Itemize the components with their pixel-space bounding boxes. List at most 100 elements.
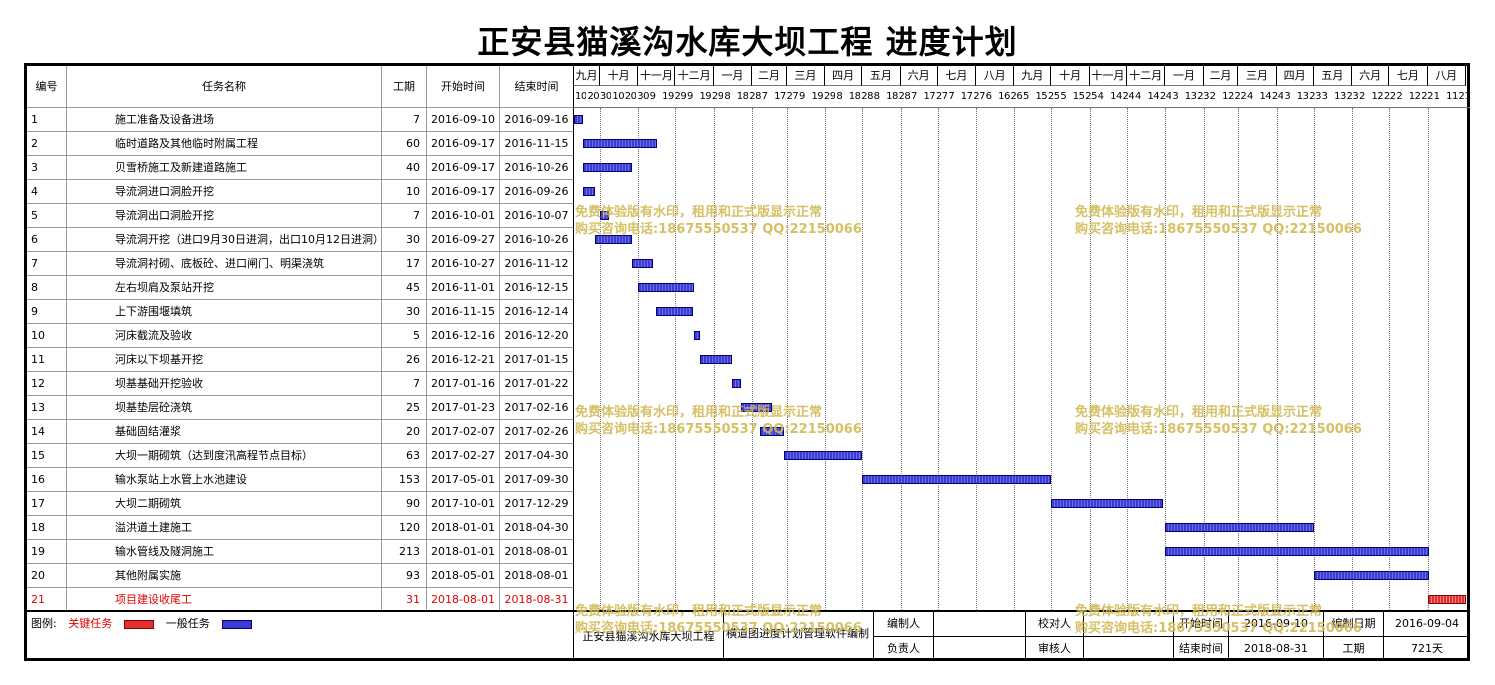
task-start: 2016-12-16 [427, 324, 500, 348]
footer-date: 2016-09-04 [1384, 612, 1470, 637]
timeline-day-tick: 8 [723, 86, 736, 108]
timeline-month: 八月 [1427, 66, 1466, 86]
task-start: 2018-05-01 [427, 564, 500, 588]
task-bar[interactable] [632, 259, 654, 268]
task-bar[interactable] [1313, 571, 1429, 580]
timeline-day-tick: 7 [947, 86, 960, 108]
footer-manager-label: 负责人 [874, 637, 934, 661]
timeline-day-tick: 25 [1046, 86, 1060, 108]
task-duration: 5 [382, 324, 427, 348]
timeline-day-tick: 30 [598, 86, 612, 108]
task-end: 2017-09-30 [500, 468, 574, 492]
timeline-day-tick: 8 [835, 86, 848, 108]
task-name: 其他附属实施 [67, 564, 382, 588]
task-bar[interactable] [574, 115, 583, 124]
task-duration: 60 [382, 132, 427, 156]
timeline-day-tick: 22 [1420, 86, 1433, 108]
footer-checker [1084, 612, 1174, 637]
task-bar[interactable] [700, 355, 733, 364]
timeline-day-tick: 2 [1208, 86, 1222, 108]
timeline-day-tick: 13 [1183, 86, 1197, 108]
timeline-day-tick: 27 [785, 86, 798, 108]
gantt-chart: 编号 任务名称 工期 开始时间 结束时间 九月十月十一月十二月一月二月三月四月五… [24, 63, 1470, 661]
task-bar[interactable] [693, 331, 701, 340]
task-end: 2017-02-16 [500, 396, 574, 420]
timeline-day-tick: 18 [735, 86, 749, 108]
timeline-month: 十二月 [1126, 66, 1166, 86]
task-duration: 213 [382, 540, 427, 564]
timeline-day-tick: 13 [1295, 86, 1309, 108]
task-name: 河床以下坝基开挖 [67, 348, 382, 372]
timeline-month: 九月 [574, 66, 600, 86]
footer-manager [934, 637, 1026, 661]
timeline-day-tick: 3 [1171, 86, 1184, 108]
task-bar[interactable] [582, 139, 657, 148]
task-name: 大坝一期砌筑（达到度汛高程节点目标） [67, 444, 382, 468]
critical-task-bar[interactable] [1427, 595, 1466, 604]
timeline-day-tick: 7 [760, 86, 774, 108]
task-name: 上下游围堰填筑 [67, 300, 382, 324]
task-bar[interactable] [595, 235, 633, 244]
footer-end-label: 结束时间 [1174, 637, 1229, 661]
timeline-day-tick: 20 [623, 86, 637, 108]
col-header-end: 结束时间 [500, 66, 574, 108]
timeline-month: 十一月 [1089, 66, 1127, 86]
legend-label: 图例: [31, 617, 57, 630]
timeline-day-tick: 5 [1022, 86, 1035, 108]
timeline-month: 一月 [1165, 66, 1204, 86]
task-name: 导流洞出口洞脸开挖 [67, 204, 382, 228]
task-end: 2016-10-26 [500, 156, 574, 180]
footer-duration-label: 工期 [1324, 637, 1384, 661]
task-id: 10 [27, 324, 67, 348]
task-bar[interactable] [732, 379, 741, 388]
task-duration: 30 [382, 228, 427, 252]
footer-project: 正安县猫溪沟水库大坝工程 [574, 612, 724, 661]
legend-normal-swatch [221, 619, 252, 629]
task-bar[interactable] [1165, 523, 1314, 532]
task-bar[interactable] [582, 163, 633, 172]
timeline-day-tick: 10 [574, 86, 587, 108]
task-bar[interactable] [759, 427, 785, 436]
task-bar[interactable] [784, 451, 863, 460]
task-start: 2016-10-01 [427, 204, 500, 228]
timeline-header: 九月十月十一月十二月一月二月三月四月五月六月七月八月九月十月十一月十二月一月二月… [574, 66, 1470, 108]
task-bar[interactable] [1051, 499, 1163, 508]
task-name: 坝基基础开挖验收 [67, 372, 382, 396]
timeline-day-tick: 22 [1233, 86, 1246, 108]
task-bar[interactable] [740, 403, 772, 412]
timeline-day-tick: 24 [1158, 86, 1172, 108]
task-end: 2017-01-15 [500, 348, 574, 372]
timeline-day-tick: 22 [1382, 86, 1396, 108]
timeline-day-tick: 27 [972, 86, 985, 108]
task-end: 2017-01-22 [500, 372, 574, 396]
task-id: 7 [27, 252, 67, 276]
task-start: 2017-01-23 [427, 396, 500, 420]
col-header-name: 任务名称 [67, 66, 382, 108]
timeline-month: 六月 [1352, 66, 1390, 86]
task-bar[interactable] [862, 475, 1052, 484]
task-end: 2016-09-26 [500, 180, 574, 204]
timeline-month: 三月 [786, 66, 826, 86]
task-name: 施工准备及设备进场 [67, 108, 382, 132]
task-bar[interactable] [655, 307, 693, 316]
month-gridline [1276, 108, 1278, 612]
timeline-day-tick: 19 [698, 86, 711, 108]
task-name: 坝基垫层砼浇筑 [67, 396, 382, 420]
col-header-duration: 工期 [382, 66, 427, 108]
task-id: 9 [27, 300, 67, 324]
task-start: 2017-02-27 [427, 444, 500, 468]
timeline-day-tick: 11 [1445, 86, 1458, 108]
task-bar[interactable] [638, 283, 694, 292]
task-bar[interactable] [582, 187, 596, 196]
task-duration: 31 [382, 588, 427, 612]
task-duration: 7 [382, 372, 427, 396]
legend-normal-label: 一般任务 [165, 617, 210, 630]
col-header-start: 开始时间 [427, 66, 500, 108]
task-bar[interactable] [599, 211, 609, 220]
task-bar[interactable] [1165, 547, 1429, 556]
legend-critical-label: 关键任务 [68, 617, 113, 630]
timeline-day-tick: 10 [611, 86, 624, 108]
task-id: 11 [27, 348, 67, 372]
timeline-day-tick: 28 [860, 86, 873, 108]
col-header-id: 编号 [27, 66, 67, 108]
